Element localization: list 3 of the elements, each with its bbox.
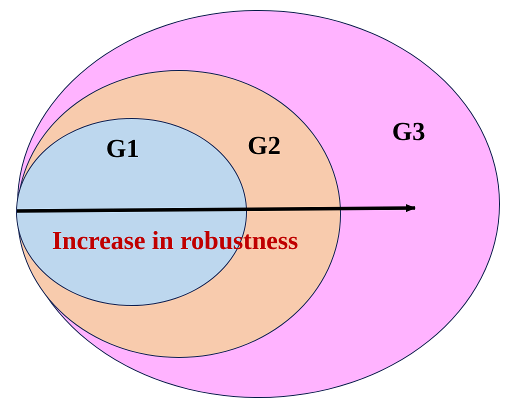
region-label: G1 <box>106 134 140 164</box>
region-label: G2 <box>248 131 281 161</box>
region-label: G3 <box>392 117 426 147</box>
